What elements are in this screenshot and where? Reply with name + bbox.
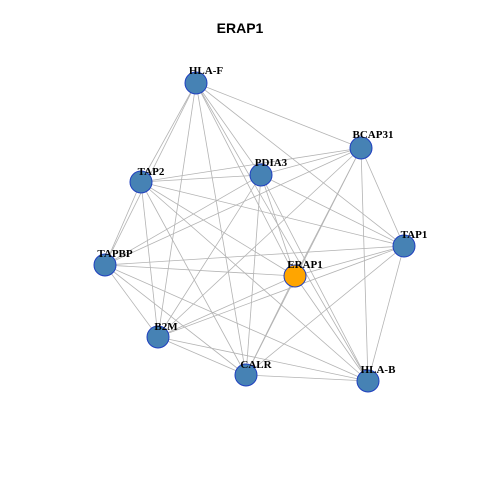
- node-label-b2m: B2M: [154, 321, 178, 333]
- edge-erap1-hla-b: [294, 275, 369, 382]
- node-label-pdia3: PDIA3: [255, 157, 288, 169]
- edge-tap1-tapbp: [104, 245, 405, 266]
- node-label-bcap31: BCAP31: [353, 129, 394, 141]
- node-label-tapbp: TAPBP: [97, 248, 133, 260]
- node-pdia3: PDIA3: [249, 157, 288, 187]
- edge-pdia3-calr: [245, 174, 262, 376]
- edge-tapbp-hla-b: [104, 264, 369, 382]
- edge-b2m-calr: [157, 336, 247, 376]
- edge-erap1-calr: [245, 275, 296, 376]
- node-b2m: B2M: [146, 321, 178, 349]
- node-circle-hla-f: [184, 71, 208, 95]
- edge-bcap31-tap2: [140, 147, 362, 183]
- edge-pdia3-b2m: [157, 174, 262, 338]
- node-circle-hla-b: [356, 369, 380, 393]
- node-circle-tap2: [129, 170, 153, 194]
- edge-pdia3-tap2: [140, 174, 262, 183]
- node-circle-pdia3: [249, 163, 273, 187]
- node-erap1: ERAP1: [283, 259, 323, 288]
- node-label-erap1: ERAP1: [287, 259, 322, 271]
- node-hla-f: HLA-F: [184, 65, 224, 95]
- node-circle-calr: [234, 363, 258, 387]
- edge-tap2-hla-b: [140, 181, 369, 382]
- edge-pdia3-tapbp: [104, 174, 262, 266]
- node-circle-tapbp: [93, 253, 117, 277]
- node-tap2: TAP2: [129, 166, 165, 194]
- node-tapbp: TAPBP: [93, 248, 133, 277]
- edge-pdia3-erap1: [260, 174, 296, 277]
- edge-hla-f-hla-b: [195, 82, 369, 382]
- edge-b2m-hla-b: [157, 336, 369, 382]
- edge-tap1-hla-b: [367, 245, 405, 382]
- edge-hla-f-calr: [195, 82, 247, 376]
- edge-tapbp-b2m: [104, 264, 159, 338]
- edge-tap2-b2m: [140, 181, 159, 338]
- edge-tap2-tapbp: [104, 181, 142, 266]
- edge-hla-f-tapbp: [104, 82, 197, 266]
- edge-tap1-erap1: [294, 245, 405, 277]
- edge-bcap31-b2m: [157, 147, 362, 338]
- edge-calr-hla-b: [245, 374, 369, 382]
- edge-bcap31-tap1: [360, 147, 405, 247]
- graph-title: ERAP1: [216, 20, 264, 36]
- node-label-tap2: TAP2: [138, 166, 165, 178]
- node-label-hla-f: HLA-F: [189, 65, 224, 77]
- edge-tap1-calr: [245, 245, 405, 376]
- node-label-tap1: TAP1: [401, 229, 428, 241]
- node-label-calr: CALR: [240, 359, 272, 371]
- node-circle-erap1: [283, 264, 307, 288]
- node-circle-b2m: [146, 325, 170, 349]
- node-circle-bcap31: [349, 136, 373, 160]
- edge-hla-f-pdia3: [195, 82, 262, 176]
- edge-pdia3-hla-b: [260, 174, 369, 382]
- edge-bcap31-hla-b: [360, 147, 369, 382]
- edge-tap2-tap1: [140, 181, 405, 247]
- edge-hla-f-b2m: [157, 82, 197, 338]
- edge-tap1-b2m: [157, 245, 405, 338]
- node-hla-b: HLA-B: [356, 364, 397, 393]
- edges-layer: [104, 82, 405, 382]
- node-circle-tap1: [392, 234, 416, 258]
- edge-hla-f-tap2: [140, 82, 197, 183]
- edge-hla-f-bcap31: [195, 82, 362, 149]
- edge-tapbp-erap1: [104, 264, 296, 277]
- node-tap1: TAP1: [392, 229, 428, 258]
- edge-tapbp-calr: [104, 264, 247, 376]
- node-calr: CALR: [234, 359, 273, 387]
- edge-pdia3-tap1: [260, 174, 405, 247]
- edge-hla-f-erap1: [195, 82, 296, 277]
- edge-bcap31-pdia3: [260, 147, 362, 176]
- edge-tap2-erap1: [140, 181, 296, 277]
- edge-tap2-calr: [140, 181, 247, 376]
- node-label-hla-b: HLA-B: [361, 364, 397, 376]
- node-bcap31: BCAP31: [349, 129, 394, 160]
- edge-erap1-b2m: [157, 275, 296, 338]
